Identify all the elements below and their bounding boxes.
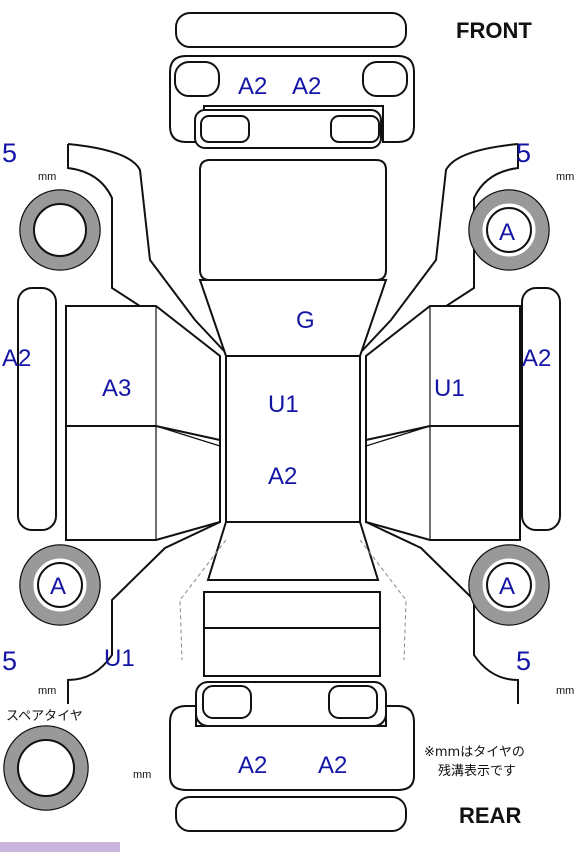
code-left-side-panel: A2 (2, 345, 31, 372)
roof-panel (225, 355, 361, 523)
tread-front-right: 5 (516, 138, 531, 168)
left-door-split2 (155, 425, 221, 447)
code-rear-left-fender: U1 (104, 645, 135, 672)
front-left-headlight (174, 61, 220, 97)
rear-label: REAR (459, 803, 521, 828)
right-doors (365, 305, 521, 541)
right-front-fender-curve (360, 143, 519, 353)
code-left-front-door: A3 (102, 375, 131, 402)
tread-rear-right: 5 (516, 646, 531, 676)
corner-accent (0, 842, 120, 852)
note-line-2: 残溝表示です (438, 764, 516, 779)
right-door-split2 (365, 425, 431, 447)
tread-front-left-unit: mm (38, 171, 56, 183)
left-side-skirt (17, 287, 57, 531)
tread-front-left: 5 (2, 138, 17, 168)
rear-bumper-bottom (175, 796, 407, 832)
spare-tire (3, 725, 89, 811)
tread-rear-left-unit: mm (38, 685, 56, 697)
code-roof-bottom: A2 (268, 463, 297, 490)
rear-bumper (169, 705, 415, 791)
front-left-fog (200, 115, 250, 143)
front-right-wheel (468, 189, 550, 271)
left-rear-dash (179, 539, 227, 661)
rear-right-light (328, 685, 378, 719)
code-right-side-panel: A2 (522, 345, 551, 372)
spare-tire-label: スペアタイヤ (6, 709, 83, 724)
code-front-bumper-left: A2 (238, 73, 267, 100)
right-side-skirt (521, 287, 561, 531)
code-right-front-door: U1 (434, 375, 465, 402)
rear-left-light (202, 685, 252, 719)
note-line-1: ※mmはタイヤの (424, 745, 525, 760)
code-hood: G (296, 307, 315, 334)
code-front-bumper-right: A2 (292, 73, 321, 100)
trunk-lid (203, 591, 381, 677)
front-label: FRONT (456, 18, 532, 43)
code-rear-right-wheel: A (499, 573, 515, 600)
tread-front-right-unit: mm (556, 171, 574, 183)
rear-right-wheel (468, 544, 550, 626)
hood-panel (199, 159, 387, 281)
code-rear-bumper-left: A2 (238, 752, 267, 779)
code-front-right-wheel: A (499, 219, 515, 246)
windshield (198, 279, 388, 357)
spare-tread-unit: mm (133, 769, 151, 781)
front-right-fog (330, 115, 380, 143)
left-doors (65, 305, 221, 541)
rear-window (206, 521, 380, 581)
right-rear-dash (359, 539, 407, 661)
left-front-fender-curve (67, 143, 226, 353)
front-bumper (169, 55, 415, 143)
code-roof-top: U1 (268, 391, 299, 418)
code-rear-left-wheel: A (50, 573, 66, 600)
front-bumper-top (175, 12, 407, 48)
front-left-wheel (19, 189, 101, 271)
tread-rear-right-unit: mm (556, 685, 574, 697)
code-rear-bumper-right: A2 (318, 752, 347, 779)
front-right-headlight (362, 61, 408, 97)
tread-rear-left: 5 (2, 646, 17, 676)
rear-left-wheel (19, 544, 101, 626)
